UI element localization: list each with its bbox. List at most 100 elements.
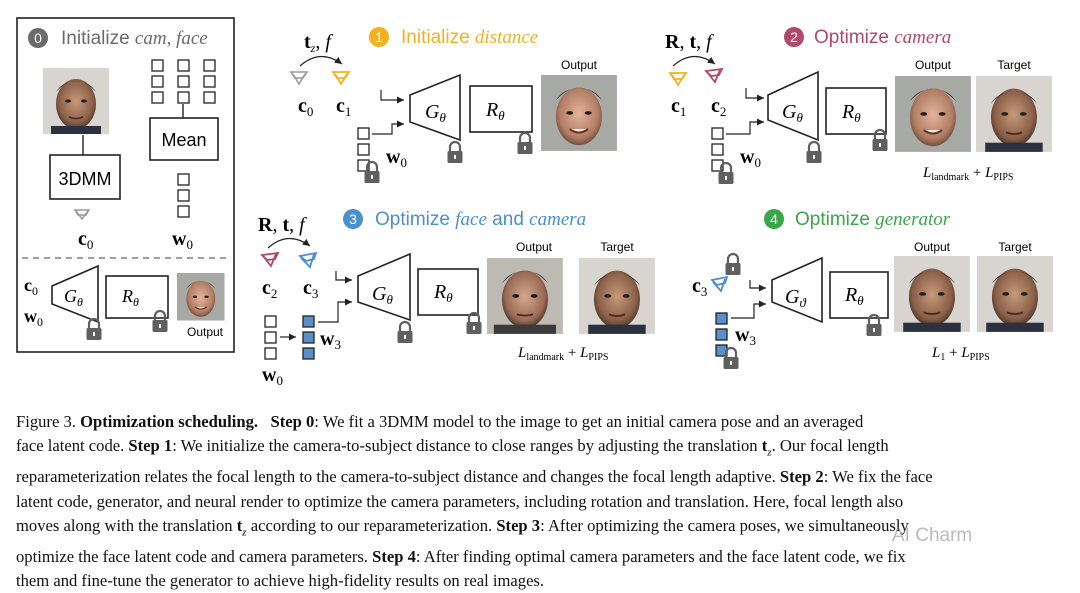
step4-cam-arrow — [749, 280, 766, 292]
figure-caption: Figure 3. Optimization scheduling. Step … — [16, 410, 1062, 593]
step3-cam-a-label: c2 — [262, 277, 277, 301]
step4-output-label: Output — [914, 240, 951, 254]
step2-w-arrow — [726, 118, 764, 135]
step0-c-label: c0 — [24, 275, 38, 298]
c0-label: c0 — [78, 228, 93, 252]
step3-cam-a-icon — [260, 251, 280, 268]
step1-latent-lock-icon — [363, 160, 381, 185]
step4-generator — [771, 256, 823, 324]
step1-w0-column — [357, 127, 370, 172]
step0-r-label: Rθ — [121, 286, 139, 309]
step3-output-image — [486, 257, 564, 335]
step3-badge — [343, 209, 363, 229]
step3-w0-column — [264, 315, 277, 360]
caption-step3-label: Step 3 — [496, 515, 541, 535]
caption-step4-label: Step 4 — [372, 546, 416, 566]
caption-step2-label: Step 2 — [779, 467, 824, 487]
step3-w3-column — [302, 315, 315, 360]
caption-line-7: them and fine-tune the generator to achi… — [16, 571, 545, 591]
step2-loss: Llandmark + LPIPS — [922, 165, 1013, 183]
caption-line-5c: : After optimizing the camera poses, we … — [540, 515, 909, 535]
step1-cam-a-label: c0 — [298, 95, 313, 119]
caption-line-4: latent code, generator, and neural rende… — [16, 491, 904, 511]
step1-cam-b-icon — [331, 71, 351, 86]
figure-title: Optimization scheduling. — [80, 412, 259, 431]
caption-line-1: Figure 3. Optimization scheduling. Step … — [16, 412, 864, 431]
step1-title-italic: distance — [475, 27, 538, 48]
step1-generator — [409, 73, 461, 142]
step0-badge — [28, 28, 48, 48]
step4-latent-lock-icon — [722, 346, 740, 371]
step1-cam-a-icon — [289, 71, 309, 86]
step2-curve-arrow — [672, 55, 716, 67]
w0-latent-column — [177, 173, 190, 218]
w0-label: w0 — [172, 228, 193, 252]
step1-w-arrow — [372, 120, 404, 135]
pipeline-figure: 0 Initialize cam, face 3DMM c0 Mean w0 c… — [16, 17, 1054, 388]
step4-target-image — [976, 255, 1054, 333]
step0-title-italic: cam, face — [135, 28, 208, 49]
step0-output-label: Output — [187, 325, 224, 339]
input-face-image — [42, 67, 110, 135]
mean-box — [149, 117, 219, 161]
step3-target-image — [578, 257, 656, 335]
step1-cam-b-label: c1 — [336, 95, 351, 119]
step4-w-arrow — [731, 300, 766, 319]
caption-line-5: moves along with the translation tz acco… — [16, 514, 1062, 545]
step3-w0-label: w0 — [262, 364, 283, 388]
step0-g-label: Gθ — [64, 286, 83, 309]
step3-w-arrow — [318, 298, 352, 323]
step0-output-image — [176, 272, 226, 322]
latent-samples-grid — [151, 59, 216, 104]
step2-w0-column — [711, 127, 724, 172]
step0-badge-number: 0 — [34, 30, 42, 46]
caption-tz-symbol: t — [761, 436, 768, 456]
step3-badge-number: 3 — [349, 211, 357, 227]
caption-step0-label: Step 0 — [270, 412, 315, 431]
step2-latent-lock-icon — [717, 161, 735, 186]
step2-title-plain: Optimize — [814, 27, 894, 48]
step4-renderer — [829, 271, 889, 319]
step1-badge-number: 1 — [375, 29, 383, 45]
step2-output-label: Output — [915, 58, 952, 72]
step4-cam-lock-icon — [724, 252, 742, 277]
step3-render-lock-icon — [465, 311, 483, 336]
step2-params: R, t, f — [665, 31, 714, 53]
caption-line-5b: according to our reparameterization. — [250, 515, 493, 535]
caption-line-2c: . Our focal length — [771, 436, 889, 456]
threedmm-box — [49, 154, 121, 200]
step4-badge — [764, 209, 784, 229]
step4-cam-label: c3 — [692, 275, 707, 299]
step4-badge-number: 4 — [770, 211, 778, 227]
step0-gen-lock-icon — [85, 317, 103, 342]
caption-line-3-text: reparameterization relates the focal len… — [16, 467, 776, 487]
step2-gen-lock-icon — [805, 140, 823, 165]
step4-w-label: w3 — [735, 324, 756, 348]
step3-curve-arrow — [267, 237, 311, 249]
step3-cam-arrow — [335, 271, 352, 284]
caption-tz-sub-2: z — [242, 526, 247, 539]
step2-target-label: Target — [997, 58, 1031, 72]
caption-line-6: optimize the face latent code and camera… — [16, 545, 1062, 569]
step0-w-label: w0 — [24, 306, 43, 329]
step2-cam-b-label: c2 — [711, 95, 726, 119]
step2-generator — [767, 70, 819, 142]
step3-cam-b-label: c3 — [303, 277, 318, 301]
caption-line-6a: optimize the face latent code and camera… — [16, 546, 368, 566]
step1-w-label: w0 — [386, 146, 407, 170]
step2-output-image — [893, 74, 972, 153]
step4-output-image — [893, 255, 971, 333]
step2-title: Optimize camera — [814, 27, 951, 48]
step1-curve-arrow — [299, 55, 343, 67]
step2-w-label: w0 — [740, 146, 761, 170]
caption-line-5a: moves along with the translation — [16, 515, 233, 535]
step4-cam-icon — [710, 275, 729, 293]
step4-loss: L1 + LPIPS — [931, 345, 990, 363]
step1-render-lock-icon — [516, 131, 534, 156]
caption-line-3b: : We fix the face — [823, 467, 933, 487]
step1-renderer — [469, 85, 533, 133]
step2-cam-a-label: c1 — [671, 95, 686, 119]
step2-cam-a-icon — [668, 72, 688, 87]
mean-label: Mean — [161, 130, 206, 150]
step2-title-italic: camera — [894, 27, 951, 48]
